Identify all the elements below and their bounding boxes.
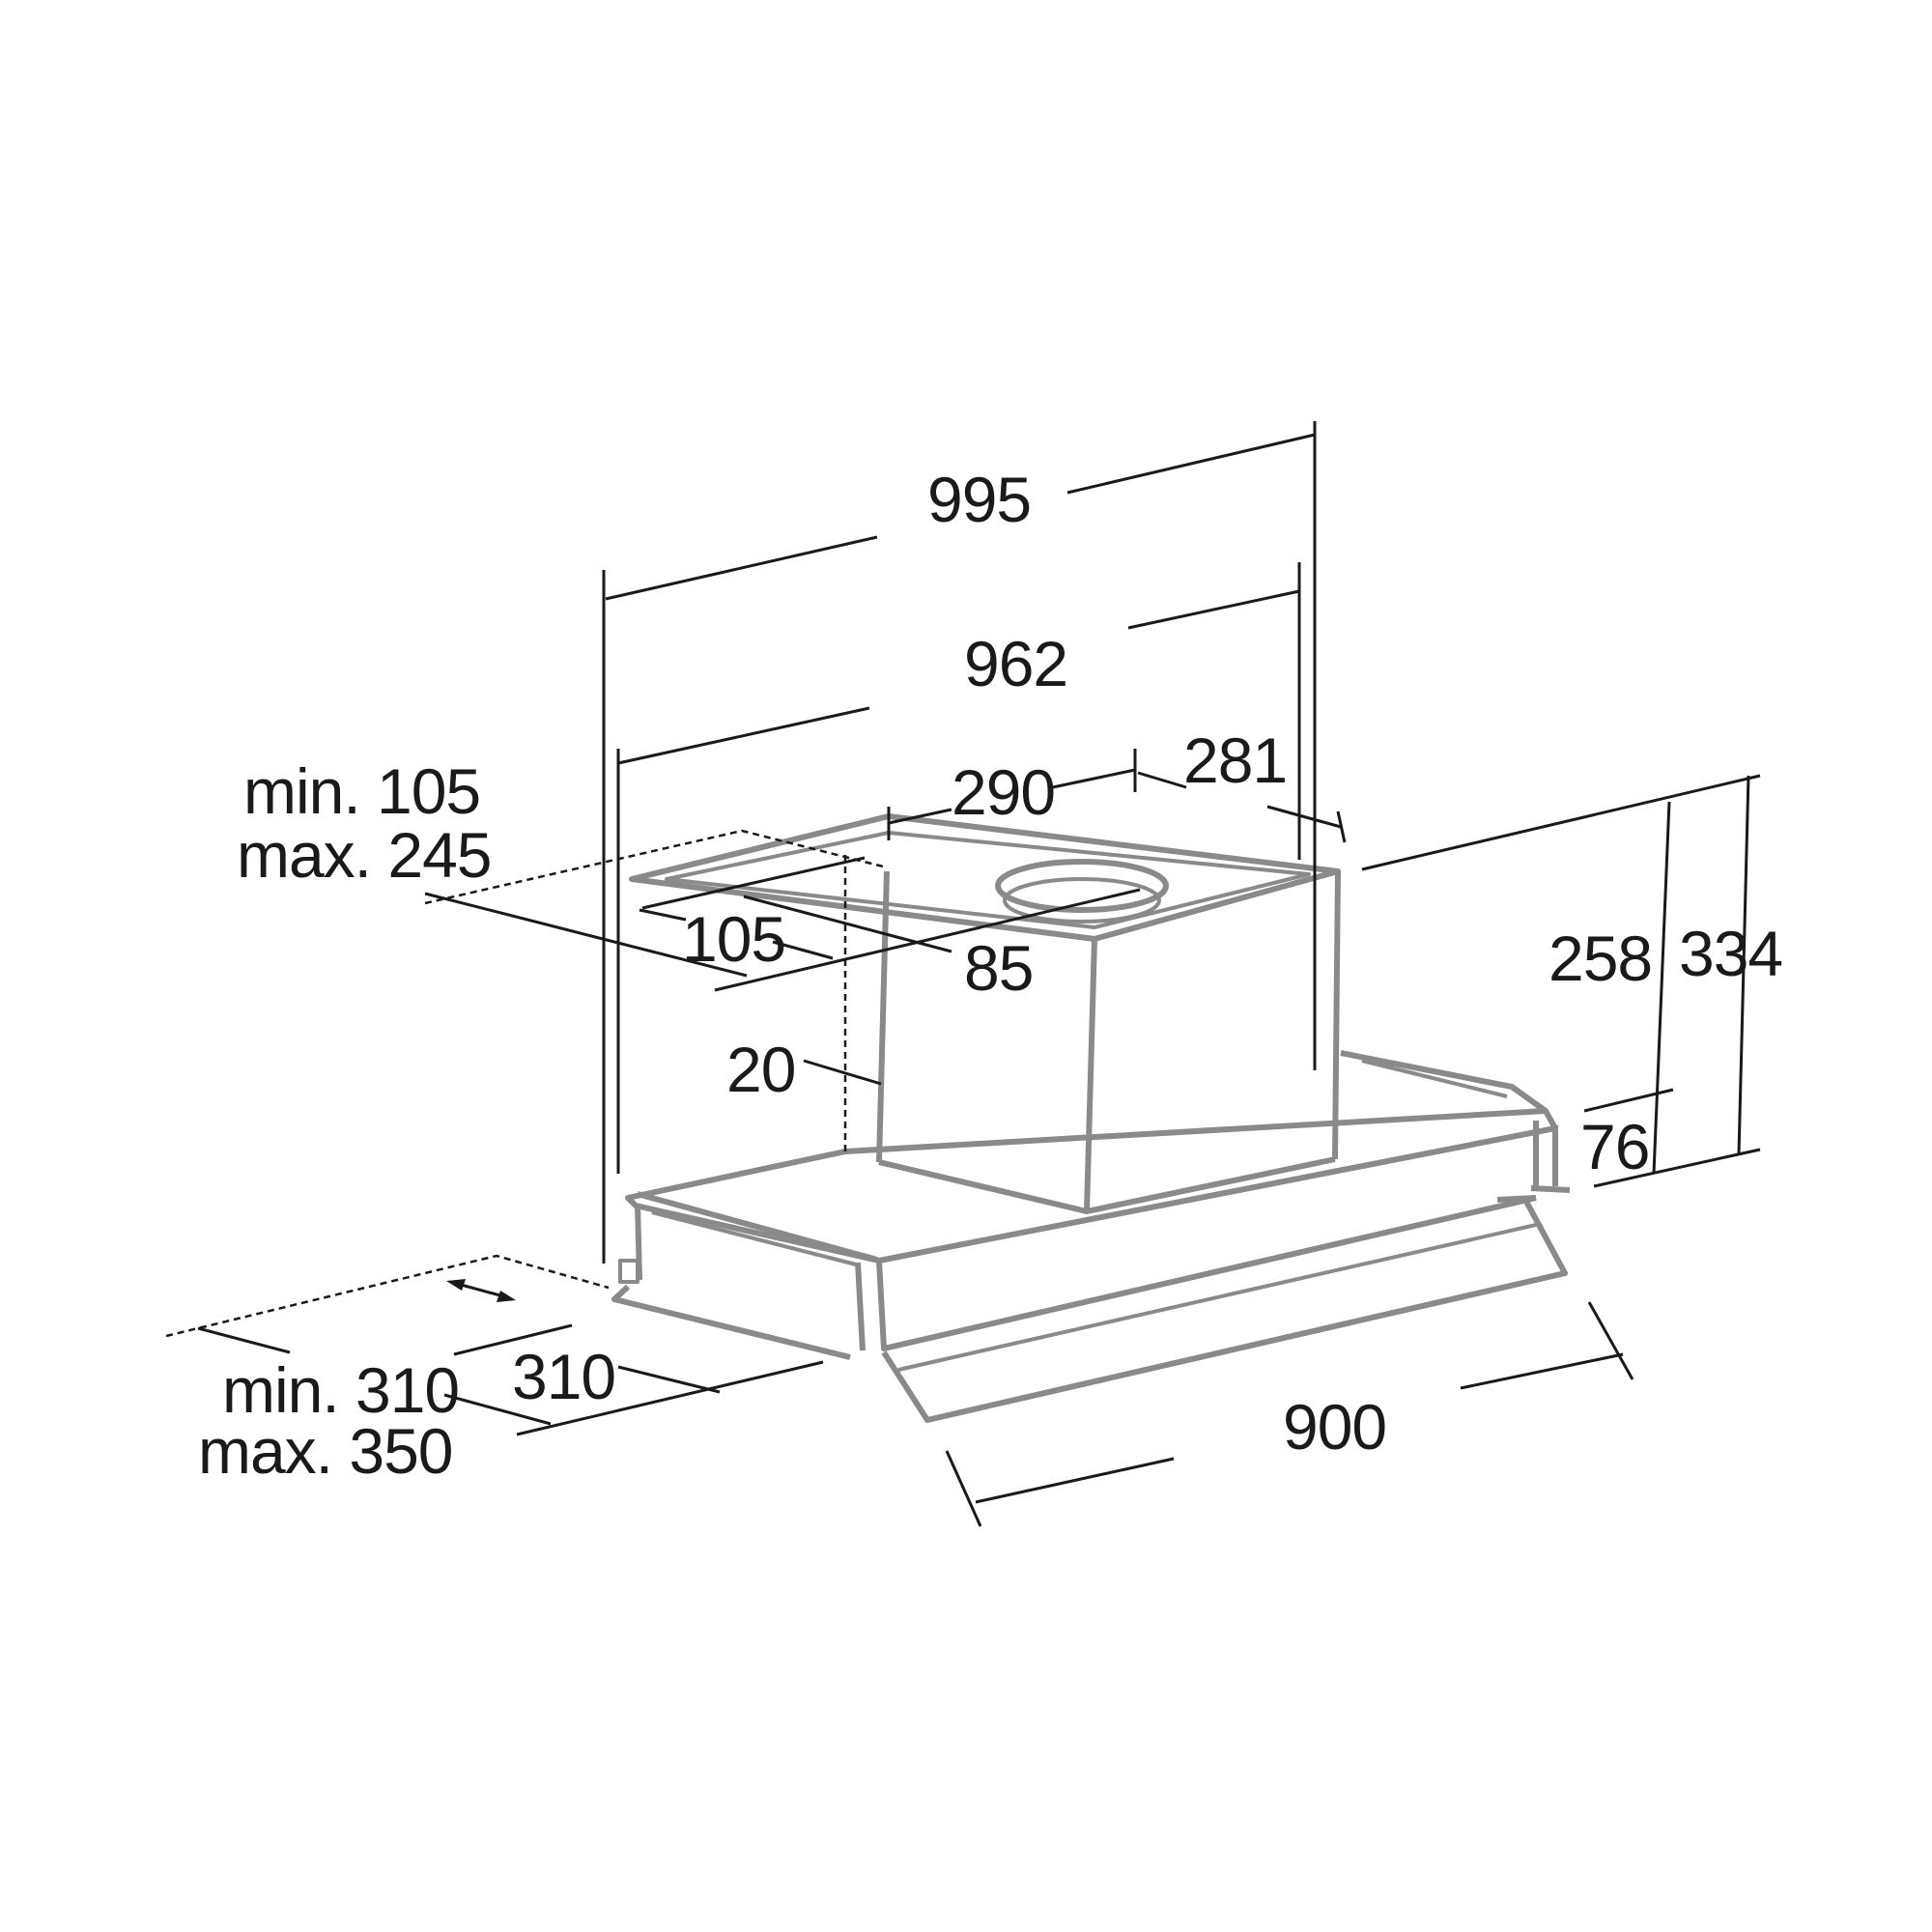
dim-900: 900 (1283, 1391, 1386, 1463)
dim-334: 334 (1679, 918, 1782, 989)
dim-290: 290 (952, 756, 1055, 828)
dimension-lines (165, 421, 1761, 1527)
dimension-labels: 995 962 290 281 min. 105 max. 245 105 85… (198, 464, 1783, 1487)
dim-85: 85 (964, 932, 1033, 1004)
dim-min-105: min. 105 (243, 755, 480, 827)
dim-max-350: max. 350 (198, 1415, 452, 1487)
dim-258: 258 (1548, 923, 1652, 994)
dim-min-310: min. 310 (222, 1354, 459, 1426)
dim-962: 962 (964, 628, 1067, 699)
dim-281: 281 (1183, 724, 1287, 796)
dim-310: 310 (512, 1341, 615, 1412)
dim-76: 76 (1580, 1111, 1649, 1182)
dim-995: 995 (927, 464, 1031, 535)
dim-20: 20 (726, 1034, 795, 1105)
dim-max-245: max. 245 (237, 819, 491, 891)
dim-105: 105 (682, 903, 785, 975)
